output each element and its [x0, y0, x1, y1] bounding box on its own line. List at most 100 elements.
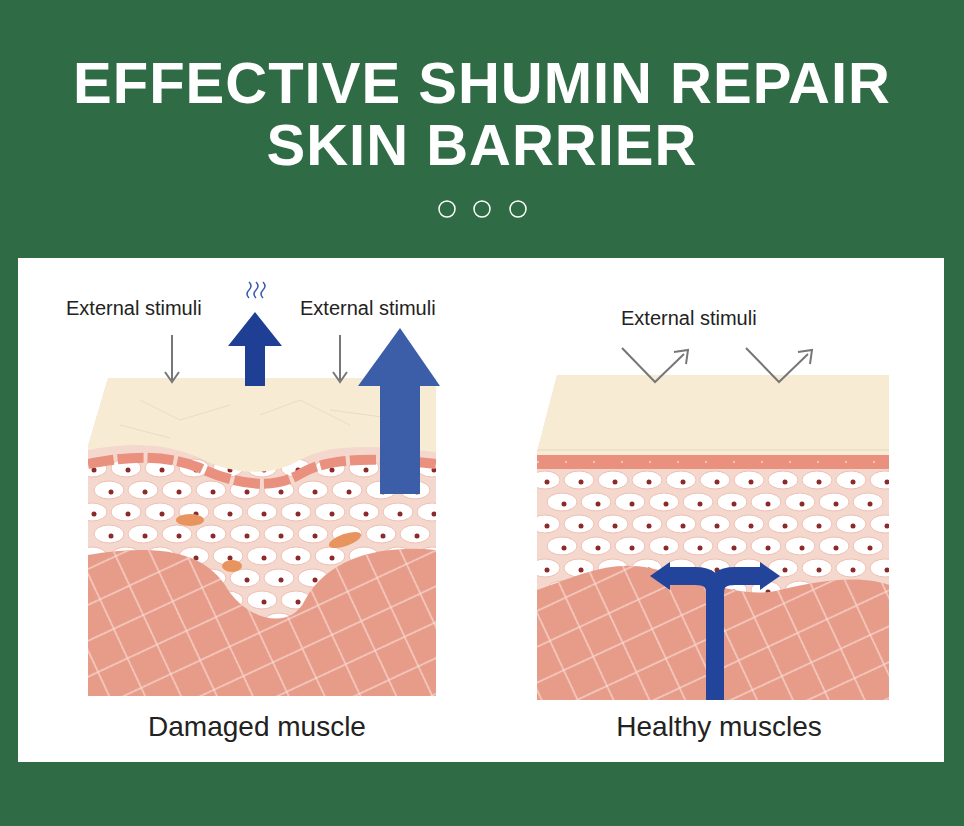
cell [213, 503, 243, 521]
cell [632, 471, 662, 489]
cell-nucleus [664, 546, 669, 551]
cell-nucleus [834, 546, 839, 551]
cell-nucleus [885, 524, 890, 529]
dots [439, 201, 526, 217]
cell [802, 559, 832, 577]
cell-nucleus [851, 568, 856, 573]
cell [196, 525, 226, 543]
cell [666, 515, 696, 533]
cell [649, 493, 679, 511]
cell [77, 503, 107, 521]
cell-nucleus [279, 490, 284, 495]
cell [836, 515, 866, 533]
cell-nucleus [296, 600, 301, 605]
cell [853, 537, 883, 555]
cell [615, 493, 645, 511]
cell [581, 493, 611, 511]
cell [632, 515, 662, 533]
cell-nucleus [800, 502, 805, 507]
cell-nucleus [211, 490, 216, 495]
cell [349, 503, 379, 521]
cell-nucleus [868, 546, 873, 551]
cell [615, 537, 645, 555]
cell-nucleus [766, 546, 771, 551]
cell [383, 503, 413, 521]
cell-nucleus [364, 512, 369, 517]
cell-nucleus [834, 502, 839, 507]
cell-nucleus [347, 490, 352, 495]
cell [94, 481, 124, 499]
cell [400, 525, 430, 543]
cell-nucleus [579, 524, 584, 529]
cell-nucleus [109, 490, 114, 495]
cell [819, 493, 849, 511]
cell [768, 471, 798, 489]
cell-nucleus [228, 512, 233, 517]
cell [683, 537, 713, 555]
cell-nucleus [749, 524, 754, 529]
cell-nucleus [732, 546, 737, 551]
cell-nucleus [279, 578, 284, 583]
cell-nucleus [817, 568, 822, 573]
cell-nucleus [126, 512, 131, 517]
cell-nucleus [432, 512, 437, 517]
panel [18, 258, 944, 762]
cell [581, 537, 611, 555]
cell [332, 481, 362, 499]
cell [530, 471, 560, 489]
cell [836, 471, 866, 489]
cell [683, 493, 713, 511]
reflect-arrows [622, 348, 812, 700]
cell-nucleus [177, 490, 182, 495]
cell [547, 537, 577, 555]
cell-nucleus [613, 524, 618, 529]
cell-nucleus [330, 512, 335, 517]
cell [717, 493, 747, 511]
cell [315, 547, 345, 565]
cell-nucleus [885, 568, 890, 573]
cell-nucleus [415, 534, 420, 539]
cell-nucleus [92, 512, 97, 517]
cell-nucleus [817, 524, 822, 529]
cell [281, 503, 311, 521]
cell-nucleus [398, 512, 403, 517]
cell [530, 559, 560, 577]
cell [230, 525, 260, 543]
cell-nucleus [177, 534, 182, 539]
cell [547, 493, 577, 511]
cell-nucleus [262, 556, 267, 561]
cell-nucleus [715, 480, 720, 485]
cell [128, 481, 158, 499]
stimulus-label: External stimuli [300, 297, 436, 320]
cell [802, 471, 832, 489]
healthy-skin [530, 370, 900, 710]
cell-nucleus [851, 524, 856, 529]
cell-nucleus [868, 502, 873, 507]
cell-nucleus [715, 524, 720, 529]
cell [598, 471, 628, 489]
cell [564, 515, 594, 533]
caption-label: Damaged muscle [148, 711, 366, 743]
cell-nucleus [596, 502, 601, 507]
cell [128, 525, 158, 543]
cell-nucleus [296, 512, 301, 517]
cell [298, 481, 328, 499]
cell [768, 515, 798, 533]
cell [315, 503, 345, 521]
cell-nucleus [783, 524, 788, 529]
title: EFFECTIVE SHUMIN REPAIR SKIN BARRIER [62, 52, 902, 176]
cell [666, 471, 696, 489]
cell-nucleus [562, 502, 567, 507]
cell-nucleus [364, 468, 369, 473]
cell-nucleus [160, 512, 165, 517]
cell-nucleus [160, 468, 165, 473]
cell-nucleus [545, 480, 550, 485]
cell [264, 569, 294, 587]
cell-nucleus [545, 524, 550, 529]
cell [819, 537, 849, 555]
cell [700, 515, 730, 533]
cell [870, 559, 900, 577]
cell-nucleus [783, 568, 788, 573]
cell-nucleus [664, 502, 669, 507]
stimulus-label: External stimuli [66, 297, 202, 320]
